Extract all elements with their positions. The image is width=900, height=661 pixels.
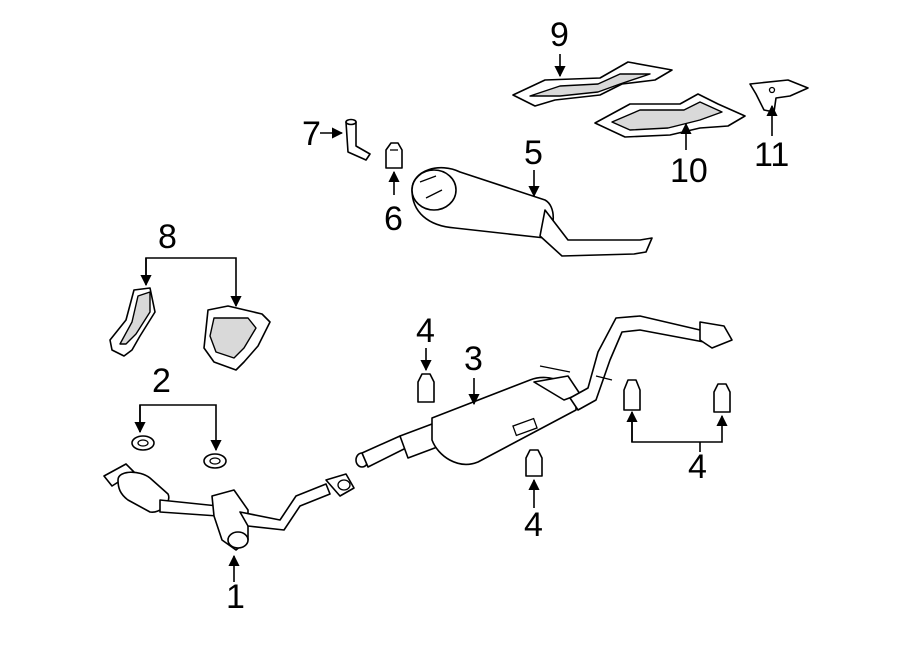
hanger-insulators-part-4 (417, 373, 731, 477)
callout-2: 2 (152, 362, 171, 400)
callout-8: 8 (158, 218, 177, 256)
pipe-bend-part-7 (345, 118, 371, 161)
callout-6: 6 (384, 200, 403, 238)
hanger-part-6 (385, 142, 403, 169)
callout-4-top: 4 (416, 312, 435, 350)
callout-3: 3 (464, 340, 483, 378)
converter-front-pipe-part-1 (103, 463, 355, 551)
intermediate-pipe-part-3 (355, 315, 733, 468)
bracket-part-11 (749, 79, 809, 113)
heat-shield-part-8 (109, 287, 271, 371)
muffler-part-5 (411, 166, 653, 257)
callout-4-right: 4 (688, 448, 707, 486)
heat-shield-upper-part-9 (512, 61, 673, 107)
callout-10: 10 (670, 152, 708, 190)
callout-7: 7 (302, 115, 321, 153)
callout-11: 11 (754, 136, 789, 174)
gasket-part-2 (131, 435, 227, 469)
leader-lines (134, 54, 778, 582)
callout-1: 1 (226, 578, 245, 616)
callout-4-bottom: 4 (524, 506, 543, 544)
callout-9: 9 (550, 16, 569, 54)
heat-shield-lower-part-10 (594, 93, 746, 138)
callout-5: 5 (524, 134, 543, 172)
